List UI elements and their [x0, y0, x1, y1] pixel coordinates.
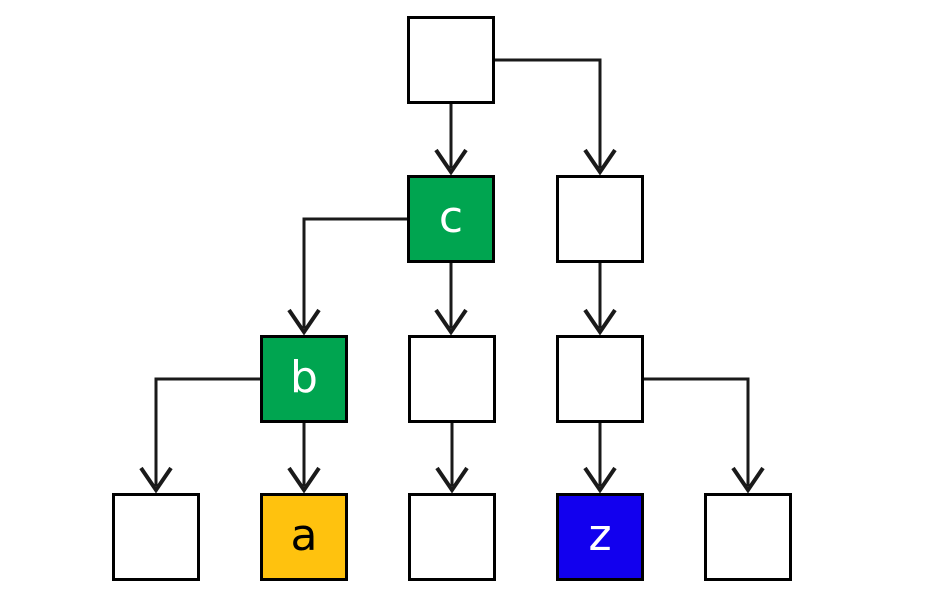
tree-node-c[interactable]: c [407, 175, 495, 263]
tree-node-b[interactable]: b [260, 335, 348, 423]
tree-node-empty-n-l5[interactable] [704, 493, 792, 581]
tree-node-label: z [588, 510, 612, 561]
tree-node-label: c [438, 192, 464, 243]
tree-node-empty-n-l3[interactable] [408, 493, 496, 581]
tree-node-label: b [290, 352, 318, 403]
tree-node-label: a [290, 510, 318, 561]
tree-node-empty-n-r2b[interactable] [556, 175, 644, 263]
tree-node-empty-n-r3c[interactable] [408, 335, 496, 423]
tree-node-empty-n-r3d[interactable] [556, 335, 644, 423]
tree-node-a[interactable]: a [260, 493, 348, 581]
tree-node-empty-n-l1[interactable] [112, 493, 200, 581]
tree-node-empty-n-root[interactable] [407, 16, 495, 104]
tree-node-z[interactable]: z [556, 493, 644, 581]
